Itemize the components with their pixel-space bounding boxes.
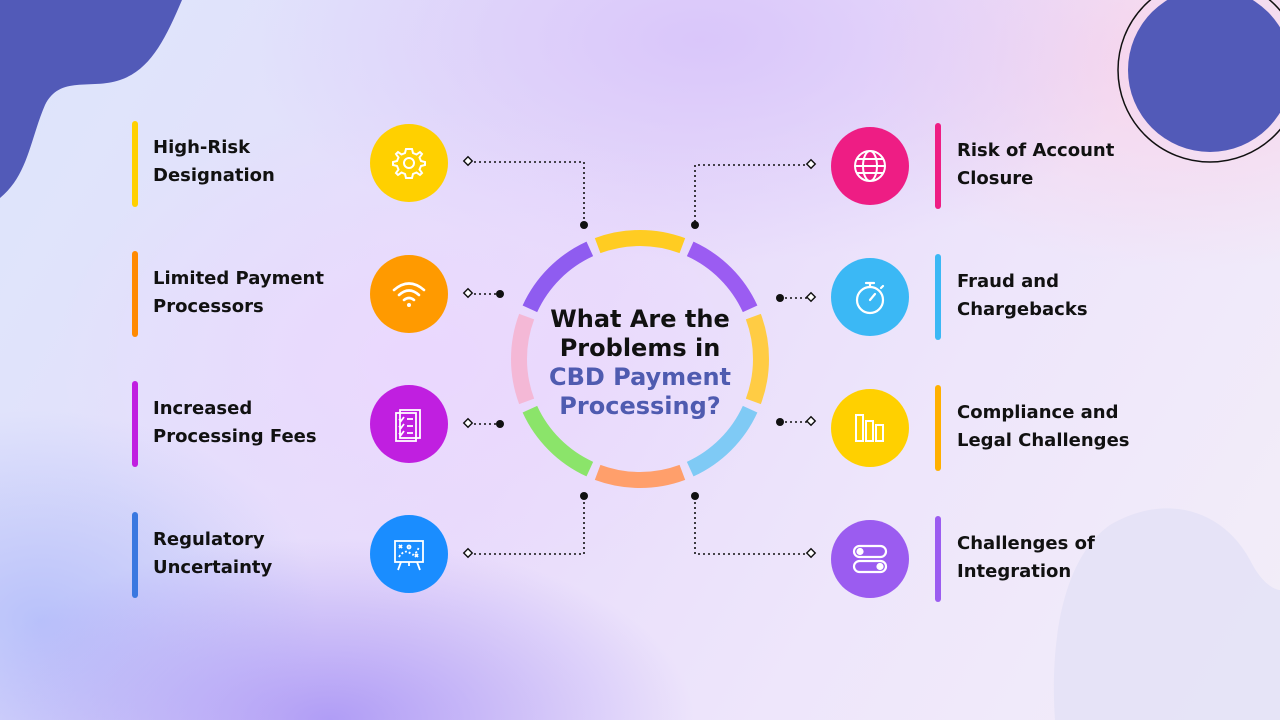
label-line: Increased bbox=[153, 398, 253, 419]
ring-segment bbox=[745, 313, 769, 405]
label-line: Integration bbox=[957, 561, 1072, 582]
label-line: Limited Payment bbox=[153, 268, 324, 289]
label-line: Processing Fees bbox=[153, 426, 317, 447]
connector-dot bbox=[691, 221, 699, 229]
connector-dot bbox=[580, 492, 588, 500]
label-line: Compliance and bbox=[957, 402, 1119, 423]
title-line-3: CBD Payment bbox=[548, 363, 732, 391]
toggle-switches-icon bbox=[831, 520, 909, 598]
connector-dot bbox=[691, 492, 699, 500]
problem-label: Risk of Account Closure bbox=[957, 137, 1114, 193]
connector-8 bbox=[694, 496, 810, 555]
connector-dot bbox=[496, 420, 504, 428]
bottom-right-blob bbox=[1053, 508, 1280, 720]
gear-icon bbox=[370, 124, 448, 202]
label-line: High-Risk bbox=[153, 137, 251, 158]
top-right-ring bbox=[1117, 0, 1280, 163]
globe-icon bbox=[831, 127, 909, 205]
title-line-1: What Are the bbox=[550, 305, 730, 333]
accent-bar bbox=[132, 121, 138, 207]
accent-bar bbox=[935, 516, 941, 602]
label-line: Fraud and bbox=[957, 271, 1059, 292]
connector-5 bbox=[694, 164, 810, 225]
problem-label: Increased Processing Fees bbox=[153, 395, 317, 451]
problem-label: Limited Payment Processors bbox=[153, 265, 324, 321]
problem-label: High-Risk Designation bbox=[153, 134, 275, 190]
strategy-board-icon bbox=[370, 515, 448, 593]
connector-diamond bbox=[805, 415, 817, 427]
ring-segment bbox=[686, 405, 758, 477]
center-title: What Are the Problems in CBD Payment Pro… bbox=[525, 305, 755, 421]
ring-segment bbox=[511, 313, 535, 405]
title-line-4: Processing? bbox=[559, 392, 721, 420]
accent-bar bbox=[935, 254, 941, 340]
ring-segment bbox=[522, 241, 594, 313]
label-line: Closure bbox=[957, 168, 1034, 189]
connector-diamond bbox=[462, 417, 474, 429]
label-line: Uncertainty bbox=[153, 557, 273, 578]
accent-bar bbox=[935, 385, 941, 471]
label-line: Designation bbox=[153, 165, 275, 186]
connector-dot bbox=[496, 290, 504, 298]
top-left-blob bbox=[0, 0, 182, 198]
label-line: Chargebacks bbox=[957, 299, 1088, 320]
connector-diamond bbox=[805, 547, 817, 559]
ring-segment bbox=[594, 464, 686, 488]
bar-chart-icon bbox=[831, 389, 909, 467]
center-ring bbox=[511, 230, 769, 488]
connector-dot bbox=[776, 418, 784, 426]
problem-label: Compliance and Legal Challenges bbox=[957, 399, 1130, 455]
connector-diamond bbox=[462, 547, 474, 559]
label-line: Risk of Account bbox=[957, 140, 1115, 161]
connector-1 bbox=[469, 161, 585, 225]
accent-bar bbox=[132, 381, 138, 467]
top-right-circle bbox=[1128, 0, 1280, 152]
problem-label: Regulatory Uncertainty bbox=[153, 526, 272, 582]
wifi-icon bbox=[370, 255, 448, 333]
problem-label: Challenges of Integration bbox=[957, 530, 1095, 586]
ring-segment bbox=[686, 241, 758, 313]
accent-bar bbox=[132, 251, 138, 337]
connector-diamond bbox=[805, 158, 817, 170]
connector-4 bbox=[469, 496, 585, 555]
label-line: Processors bbox=[153, 296, 264, 317]
connector-diamond bbox=[462, 155, 474, 167]
ring-segment bbox=[594, 230, 686, 254]
ring-segment bbox=[522, 405, 594, 477]
label-line: Challenges of bbox=[957, 533, 1095, 554]
accent-bar bbox=[935, 123, 941, 209]
connector-dot bbox=[776, 294, 784, 302]
title-line-2: Problems in bbox=[559, 334, 721, 362]
label-line: Legal Challenges bbox=[957, 430, 1130, 451]
stopwatch-icon bbox=[831, 258, 909, 336]
connector-dot bbox=[580, 221, 588, 229]
problem-label: Fraud and Chargebacks bbox=[957, 268, 1088, 324]
connector-diamond bbox=[805, 291, 817, 303]
connector-diamond bbox=[462, 287, 474, 299]
checklist-icon bbox=[370, 385, 448, 463]
label-line: Regulatory bbox=[153, 529, 265, 550]
accent-bar bbox=[132, 512, 138, 598]
